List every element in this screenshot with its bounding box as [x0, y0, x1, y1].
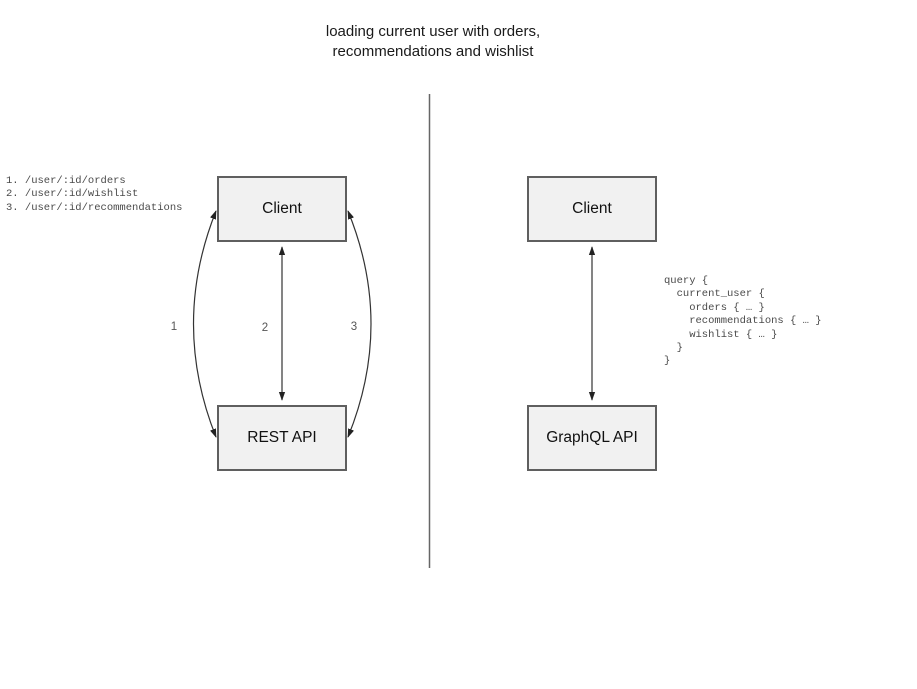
query-line: current_user { — [664, 288, 765, 301]
graphql-api-label: GraphQL API — [546, 429, 638, 446]
query-line: wishlist { … } — [664, 328, 778, 341]
graphql-client-label: Client — [572, 200, 612, 217]
query-line: } — [664, 342, 683, 355]
rest-endpoint-1: 1. /user/:id/orders — [6, 175, 126, 187]
page-title: loading current user with orders, recomm… — [325, 23, 541, 61]
rest-arrow-label-1: 1 — [170, 321, 178, 333]
rest-arrow-label-3: 3 — [350, 321, 358, 333]
query-line: } — [664, 355, 671, 368]
rest-client-box: Client — [217, 176, 347, 242]
rest-arrow-1 — [192, 210, 217, 438]
graphql-query-block: query { current_user { orders { … } reco… — [664, 275, 822, 369]
rest-endpoint-2: 2. /user/:id/wishlist — [6, 188, 139, 201]
rest-client-label: Client — [262, 200, 302, 217]
rest-arrow-label-2: 2 — [261, 322, 269, 334]
rest-api-box: REST API — [217, 405, 347, 471]
rest-api-label: REST API — [247, 429, 317, 446]
query-line: orders { … } — [664, 301, 765, 314]
query-line: recommendations { … } — [664, 315, 822, 328]
rest-endpoint-list: 1. /user/:id/orders 2. /user/:id/wishlis… — [6, 175, 182, 215]
query-line: query { — [664, 275, 709, 287]
graphql-api-box: GraphQL API — [527, 405, 657, 471]
rest-endpoint-3: 3. /user/:id/recommendations — [6, 201, 183, 214]
graphql-client-box: Client — [527, 176, 657, 242]
